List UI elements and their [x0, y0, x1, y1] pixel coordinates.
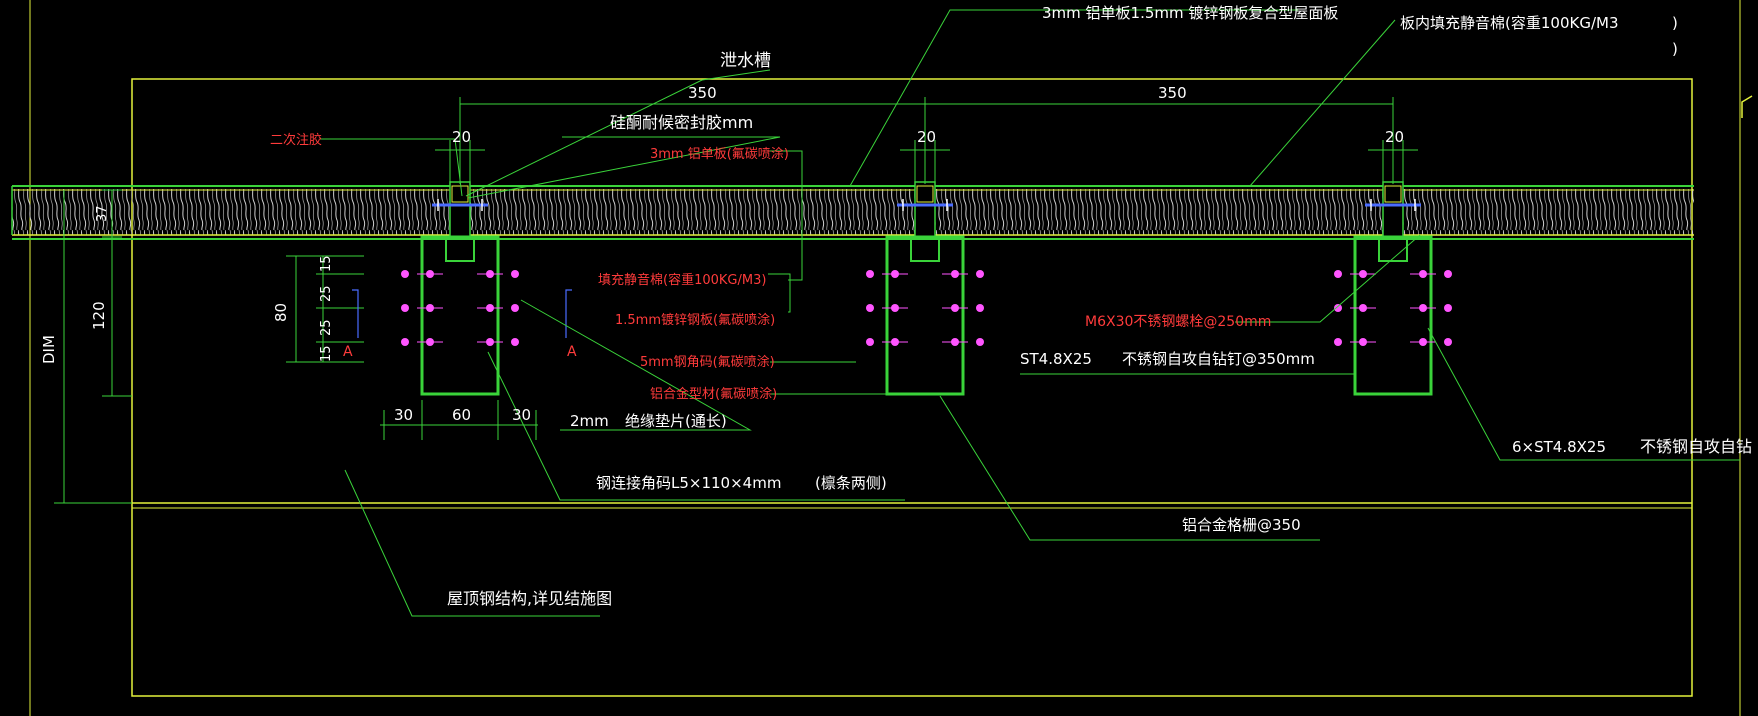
label-gutter: 泄水槽: [720, 51, 771, 71]
label-fill-cotton: 填充静音棉(容重100KG/M3): [598, 272, 766, 288]
dim-span-1: 350: [688, 84, 717, 102]
dimension-lines: [54, 97, 1418, 504]
label-screw-6-desc: 不锈钢自攻自钻: [1640, 437, 1752, 456]
label-pad-2mm: 2mm: [570, 412, 609, 430]
label-angle-code: 钢连接角码L5×110×4mm: [596, 474, 781, 492]
label-galv-plate: 1.5mm镀锌钢板(氟碳喷涂): [615, 312, 775, 328]
label-sealant: 硅酮耐候密封胶mm: [610, 113, 753, 132]
label-screw-desc: 不锈钢自攻自钻钉@350mm: [1122, 350, 1315, 368]
label-section-a-right: A: [567, 344, 577, 360]
roof-panel: [11, 185, 1694, 240]
dim-v-25-2: 25: [319, 319, 334, 336]
dim-w-30-left: 30: [394, 406, 413, 424]
label-pad-desc: 绝缘垫片(通长): [625, 412, 727, 430]
leader-lines: [320, 9, 1740, 617]
dim-w-60: 60: [452, 406, 471, 424]
dim-height-dim: DIM: [40, 335, 58, 364]
label-paren-2: ): [1672, 40, 1678, 58]
dim-span-2: 350: [1158, 84, 1187, 102]
joint-1: [401, 181, 519, 396]
label-al-grid: 铝合金格栅@350: [1182, 516, 1301, 534]
label-al-keel: 铝合金型材(氟碳喷涂): [650, 386, 777, 402]
dim-gap-2: 20: [917, 128, 936, 146]
label-angle-sides: (檩条两侧): [815, 474, 887, 492]
label-al-plate: 3mm 铝单板(氟碳喷涂): [650, 146, 789, 162]
section-markers: [352, 289, 572, 338]
label-screw-st: ST4.8X25: [1020, 350, 1092, 368]
dim-v-25-1: 25: [319, 285, 334, 302]
label-second-glue: 二次注胶: [270, 132, 322, 148]
joint-2: [866, 181, 984, 396]
label-steel-angle: 5mm钢角码(氟碳喷涂): [640, 354, 775, 370]
dim-height-120: 120: [90, 301, 108, 330]
label-bolt-m6: M6X30不锈钢螺栓@250mm: [1085, 314, 1271, 330]
label-screw-6: 6×ST4.8X25: [1512, 438, 1606, 456]
dim-height-80: 80: [272, 303, 290, 322]
labels: 3mm 铝单板1.5mm 镀锌钢板复合型屋面板 板内填充静音棉(容重100KG/…: [270, 4, 1752, 608]
label-section-a-left: A: [343, 344, 353, 360]
label-top-fill: 板内填充静音棉(容重100KG/M3: [1400, 14, 1618, 32]
dim-gap-1: 20: [452, 128, 471, 146]
dim-v-15-top: 15: [319, 255, 334, 272]
dim-w-30-right: 30: [512, 406, 531, 424]
dim-v-15-bottom: 15: [319, 345, 334, 362]
dim-gap-3: 20: [1385, 128, 1404, 146]
drawing-frame: [29, 0, 1753, 716]
dim-panel-thickness: 37: [95, 205, 110, 222]
label-paren-1: ): [1672, 14, 1678, 32]
label-top-materials: 3mm 铝单板1.5mm 镀锌钢板复合型屋面板: [1042, 4, 1338, 22]
dimension-text: 350 350 20 20 20 37 120 DIM 80 15 25 25 …: [40, 84, 1404, 424]
label-roof-steel: 屋顶钢结构,详见结施图: [447, 589, 612, 608]
